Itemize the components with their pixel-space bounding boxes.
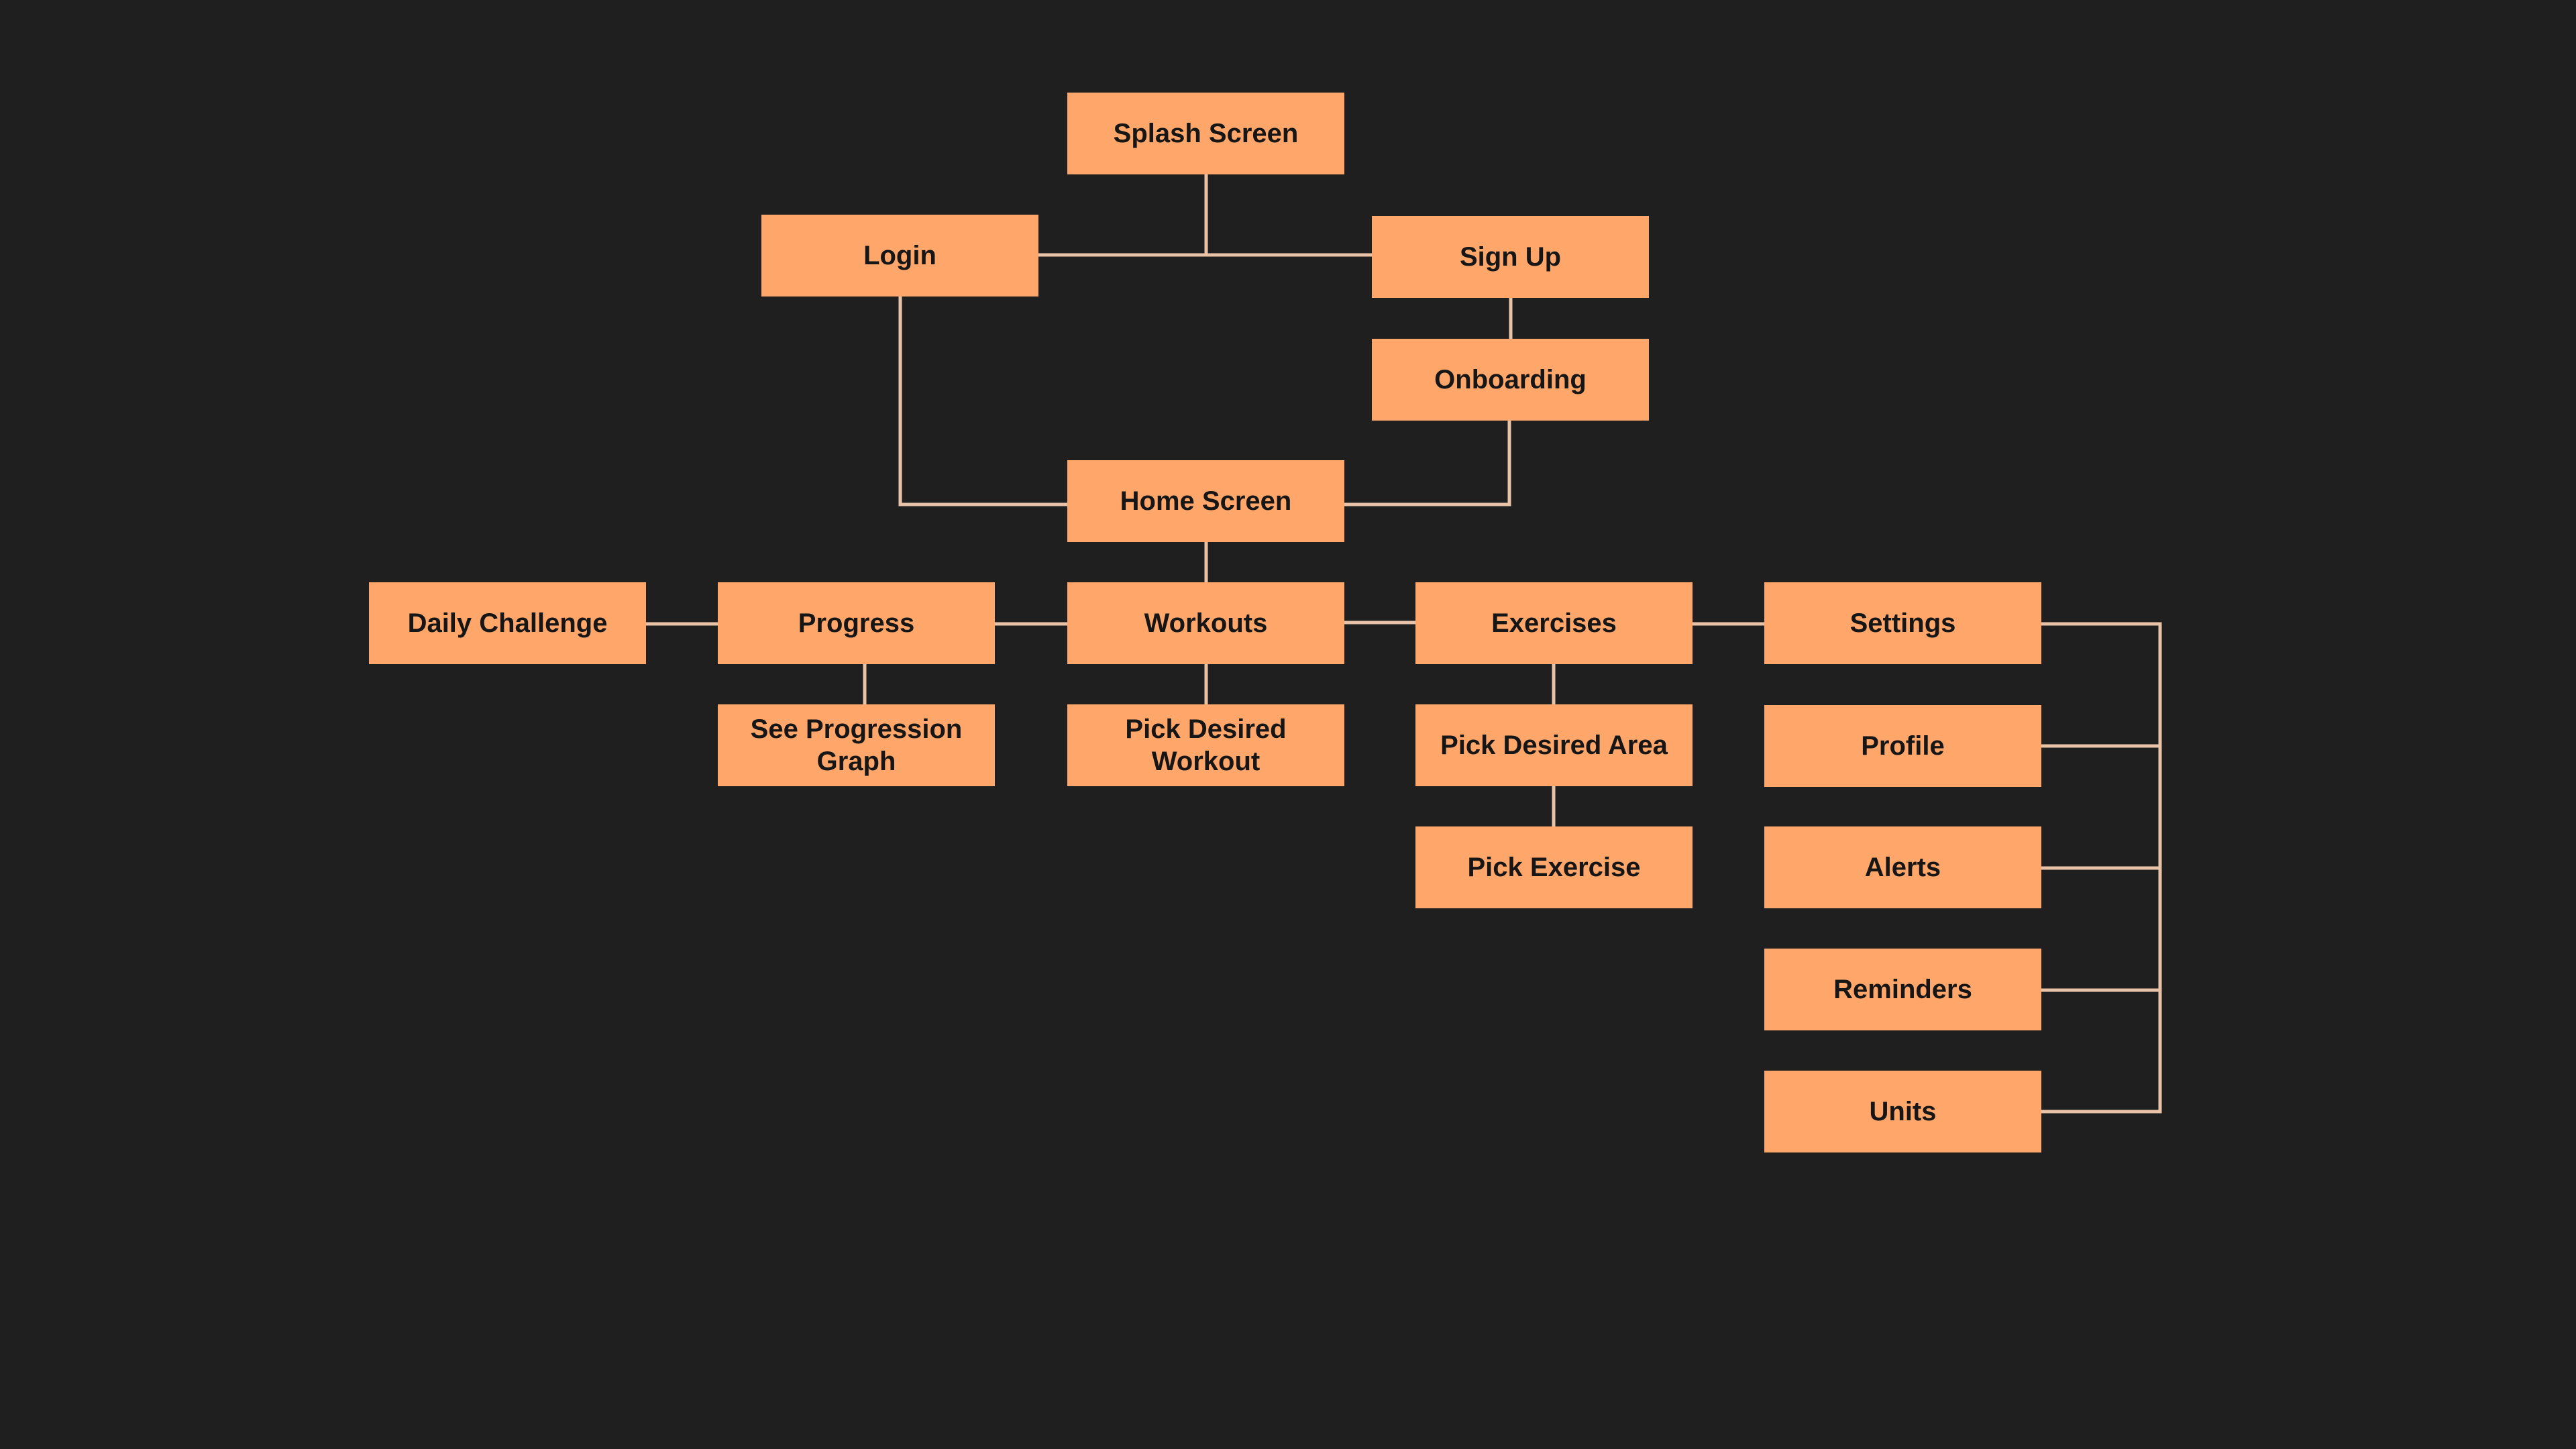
splash-screen-label: Splash Screen — [1113, 119, 1299, 148]
settings-label: Settings — [1849, 608, 1956, 638]
units-node[interactable]: Units — [1764, 1071, 2041, 1152]
daily-challenge-node[interactable]: Daily Challenge — [369, 582, 646, 664]
profile-label: Profile — [1861, 731, 1945, 761]
pick-desired-workout-label-line2: Workout — [1151, 747, 1260, 776]
sign-up-label: Sign Up — [1459, 242, 1562, 272]
home-screen-label: Home Screen — [1120, 486, 1292, 516]
pick-desired-area-node[interactable]: Pick Desired Area — [1415, 704, 1693, 786]
workouts-label: Workouts — [1144, 608, 1268, 638]
alerts-node[interactable]: Alerts — [1764, 826, 2041, 908]
pick-desired-area-label: Pick Desired Area — [1440, 731, 1668, 760]
alerts-label: Alerts — [1864, 853, 1941, 882]
reminders-node[interactable]: Reminders — [1764, 949, 2041, 1030]
onboarding-node[interactable]: Onboarding — [1372, 339, 1649, 421]
pick-exercise-label: Pick Exercise — [1467, 853, 1641, 882]
edge-login-to-home — [898, 296, 1067, 506]
see-progression-graph-label-line2: Graph — [816, 747, 896, 776]
pick-desired-workout-label-line1: Pick Desired — [1125, 714, 1287, 744]
edge-settings-group-bracket — [2041, 622, 2162, 1114]
onboarding-label: Onboarding — [1434, 365, 1587, 394]
login-node[interactable]: Login — [761, 215, 1038, 297]
edge-onboarding-to-home — [1344, 419, 1511, 506]
sign-up-node[interactable]: Sign Up — [1372, 216, 1649, 298]
settings-node[interactable]: Settings — [1764, 582, 2041, 664]
pick-exercise-node[interactable]: Pick Exercise — [1415, 826, 1693, 908]
workouts-node[interactable]: Workouts — [1067, 582, 1344, 664]
daily-challenge-label: Daily Challenge — [407, 608, 608, 638]
login-label: Login — [863, 241, 936, 270]
edge-splash-to-login-signup — [1038, 173, 1372, 257]
see-progression-graph-node[interactable]: See Progression Graph — [718, 704, 995, 786]
home-screen-node[interactable]: Home Screen — [1067, 460, 1344, 542]
pick-desired-workout-node[interactable]: Pick Desired Workout — [1067, 704, 1344, 786]
units-label: Units — [1869, 1097, 1937, 1126]
reminders-label: Reminders — [1833, 975, 1972, 1004]
splash-screen-node[interactable]: Splash Screen — [1067, 93, 1344, 174]
progress-label: Progress — [798, 608, 915, 638]
exercises-node[interactable]: Exercises — [1415, 582, 1693, 664]
progress-node[interactable]: Progress — [718, 582, 995, 664]
profile-node[interactable]: Profile — [1764, 705, 2041, 787]
see-progression-graph-label-line1: See Progression — [750, 714, 963, 744]
exercises-label: Exercises — [1491, 608, 1617, 638]
